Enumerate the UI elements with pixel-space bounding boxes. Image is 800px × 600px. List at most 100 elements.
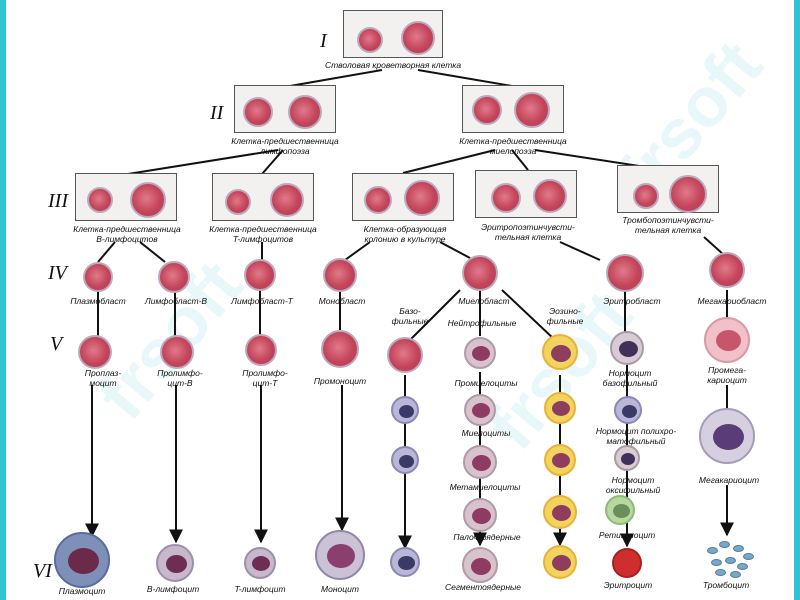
cell-baso-4-nucleus: [398, 556, 415, 570]
label-prog-myelo: Клетка-предшественница миелопоэза: [459, 136, 567, 156]
label-neutrophilic: Нейтрофильные: [447, 318, 517, 328]
cell-lymph-t-final: [244, 547, 276, 579]
cell-monocyte-nucleus: [327, 544, 355, 568]
label-prolymph-b: Пролимфо- цит-B: [157, 368, 203, 388]
label-lymphoblast-t: Лимфобласт-T: [231, 296, 293, 306]
cell-band: [463, 498, 497, 532]
cell-lymph-a: [243, 97, 273, 127]
cell-lymph-b-final: [156, 544, 194, 582]
label-prolymph-t: Пролимфо- цит-T: [242, 368, 288, 388]
label-promonocyte: Промоноцит: [313, 376, 367, 386]
cell-prolymph-t: [245, 334, 277, 366]
cell-normo-oxy-nucleus: [621, 453, 635, 465]
cell-eos-4-nucleus: [552, 505, 571, 521]
label-erythrocyte: Эритроцит: [603, 580, 653, 590]
level-6: VI: [33, 560, 52, 582]
cell-ery-a: [491, 183, 521, 213]
cell-lymphoblast-t: [244, 259, 276, 291]
label-erythro-sens: Эритропоэтинчувсти- тельная клетка: [481, 222, 575, 242]
label-megakaryoblast: Мегакариобласт: [697, 296, 767, 306]
cell-normo-poly-nucleus: [622, 405, 637, 418]
label-thrombo-sens: Тромбопоэтинчувсти- тельная клетка: [622, 215, 714, 235]
cell-eos-1-nucleus: [551, 345, 571, 362]
level-3: III: [48, 190, 68, 212]
cell-metamyelocyte-nucleus: [472, 455, 491, 471]
cell-plasmoblast: [83, 262, 113, 292]
cell-promegakaryocyte-nucleus: [716, 330, 741, 351]
cell-baso-4: [390, 547, 420, 577]
cell-myelocyte: [464, 394, 496, 426]
label-erythroblast: Эритробласт: [603, 296, 661, 306]
label-segmented: Сегментоядерные: [444, 582, 522, 592]
cell-proplasmocyte: [78, 335, 112, 369]
cell-monoblast: [323, 258, 357, 292]
label-myeloblast: Миелобласт: [458, 296, 510, 306]
cell-stem-b: [401, 21, 435, 55]
cell-myelocyte-nucleus: [472, 403, 490, 418]
level-4: IV: [48, 262, 67, 284]
platelet-6: [737, 563, 748, 570]
level-5: V: [50, 333, 63, 355]
label-cfu: Клетка-образующая колонию в культуре: [363, 224, 447, 244]
cell-myeloblast: [462, 255, 498, 291]
cell-megakaryocyte-nucleus: [713, 424, 744, 450]
cell-b-b: [130, 182, 166, 218]
cell-normo-oxy: [614, 445, 640, 471]
platelet-2: [733, 545, 744, 552]
label-megakaryocyte: Мегакариоцит: [698, 475, 760, 485]
cell-baso-3: [391, 446, 419, 474]
cell-lymph-b-final-nucleus: [166, 555, 187, 573]
cell-band-nucleus: [472, 508, 491, 524]
cell-monocyte: [315, 530, 365, 580]
cell-myelo-a: [472, 95, 502, 125]
cell-eos-4: [543, 495, 577, 529]
label-basophilic: Базо- фильные: [391, 306, 429, 326]
label-thrombocyte: Тромбоцит: [702, 580, 750, 590]
cell-thr-a: [633, 183, 659, 209]
cell-lymph-t-final-nucleus: [252, 556, 270, 571]
cell-eos-5-nucleus: [552, 555, 571, 571]
cell-baso-1: [387, 337, 423, 373]
cell-reticulocyte: [605, 495, 635, 525]
label-plasmocyte: Плазмоцит: [58, 586, 106, 596]
cell-megakaryocyte: [699, 408, 755, 464]
cell-lymphoblast-b: [158, 261, 190, 293]
level-1: I: [320, 30, 327, 52]
label-metamyelocytes: Метамиелоциты: [449, 482, 521, 492]
cell-t-a: [225, 189, 251, 215]
cell-lymph-b: [288, 95, 322, 129]
level-2: II: [210, 102, 224, 124]
label-lymphoblast-b: Лимфобласт-B: [144, 296, 208, 306]
cell-eos-5: [543, 545, 577, 579]
label-lymph-b: B-лимфоцит: [146, 584, 200, 594]
label-eosinophilic: Эозино- фильные: [546, 306, 584, 326]
platelet-0: [707, 547, 718, 554]
cell-segmented: [462, 547, 498, 583]
cell-normo-poly: [614, 396, 642, 424]
cell-promyelocyte-nucleus: [472, 346, 490, 361]
cell-prolymph-b: [160, 335, 194, 369]
cell-segmented-nucleus: [471, 558, 491, 575]
cell-normo-baso-nucleus: [619, 341, 638, 357]
platelet-3: [743, 553, 754, 560]
cell-ery-b: [533, 179, 567, 213]
cell-stem-a: [357, 27, 383, 53]
cell-promonocyte: [321, 330, 359, 368]
cell-promyelocyte: [464, 337, 496, 369]
label-reticulocyte: Ретикулоцит: [598, 530, 656, 540]
cell-t-b: [270, 183, 304, 217]
label-promyelocytes: Промиелоциты: [454, 378, 518, 388]
label-normo-baso: Нормоцит базофильный: [602, 368, 658, 388]
label-myelocytes: Миелоциты: [461, 428, 511, 438]
label-band: Палочкоядерные: [453, 532, 521, 542]
cell-eos-3: [544, 444, 576, 476]
platelet-1: [719, 541, 730, 548]
label-proplasmocyte: Проплаз- моцит: [84, 368, 122, 388]
label-plasmoblast: Плазмобласт: [70, 296, 126, 306]
cell-erythroblast: [606, 254, 644, 292]
cell-plasmocyte: [54, 532, 110, 588]
cell-eos-3-nucleus: [552, 453, 570, 468]
label-prog-lymph: Клетка-предшественница лимфопоэза: [231, 136, 339, 156]
platelet-4: [711, 559, 722, 566]
